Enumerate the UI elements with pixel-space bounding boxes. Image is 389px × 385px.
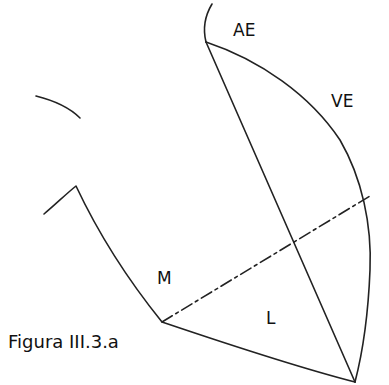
axis-label: M [157,270,172,287]
ventricle-wall-left [44,186,355,382]
ventricle-wall [206,42,370,382]
chamber-label: VE [331,93,353,110]
atrium-wall [204,4,212,42]
minor-axis-line [162,196,370,322]
figure-caption: Figura III.3.a [8,333,119,351]
axis-label: L [266,310,275,327]
long-axis-line [206,42,355,382]
chamber-label: AE [233,22,255,39]
aorta-wall [36,96,80,118]
